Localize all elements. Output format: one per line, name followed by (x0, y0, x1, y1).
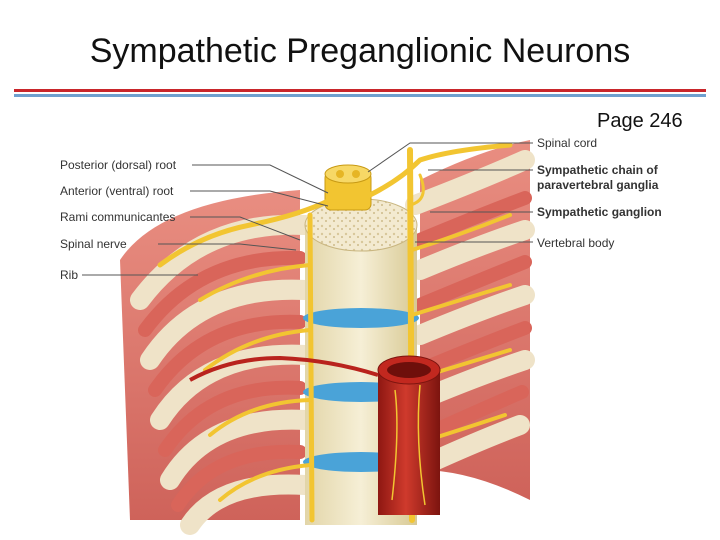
label-posterior-root: Posterior (dorsal) root (60, 158, 176, 172)
spinal-cord (325, 165, 371, 210)
label-spinal-cord: Spinal cord (537, 136, 597, 150)
label-rib: Rib (60, 268, 78, 282)
label-spinal-nerve: Spinal nerve (60, 237, 127, 251)
label-rami-communicantes: Rami communicantes (60, 210, 175, 224)
label-sympathetic-chain-line1: Sympathetic chain of (537, 163, 658, 177)
label-sympathetic-ganglion: Sympathetic ganglion (537, 205, 662, 219)
label-sympathetic-chain-line2: paravertebral ganglia (537, 178, 658, 192)
label-anterior-root: Anterior (ventral) root (60, 184, 173, 198)
label-vertebral-body: Vertebral body (537, 236, 614, 250)
